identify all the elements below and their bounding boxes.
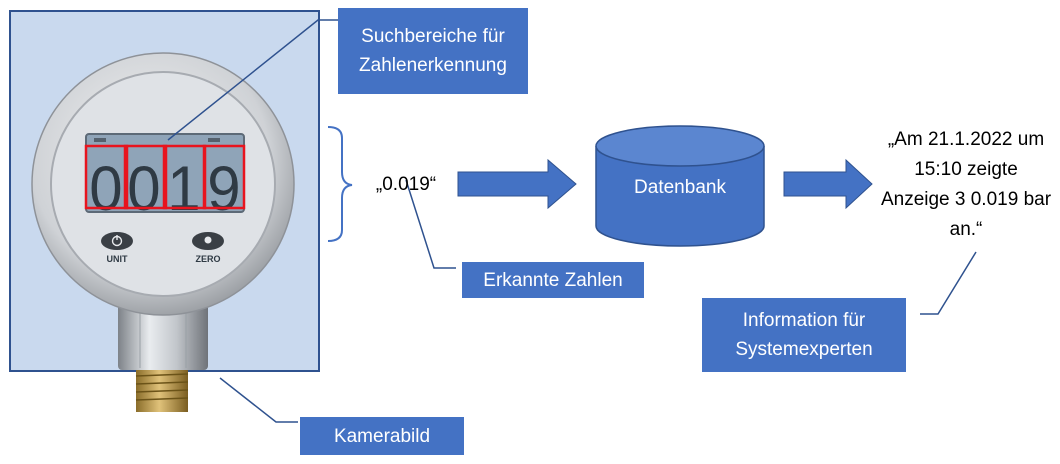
zero-button-label: ZERO — [195, 254, 220, 264]
search-box-1 — [84, 144, 129, 210]
search-box-2 — [123, 144, 168, 210]
callout-camera-image-text: Kamerabild — [333, 425, 431, 447]
result-message-text: „Am 21.1.2022 um 15:10 zeigte Anzeige 3 … — [880, 129, 1052, 240]
lcd-digit-1: 0 — [89, 154, 122, 225]
unit-button-label: UNIT — [107, 254, 128, 264]
unit-button: UNIT — [101, 232, 133, 264]
leader-line-camera — [219, 377, 298, 423]
database-cylinder-icon — [595, 125, 765, 247]
leader-line-recognized — [405, 179, 456, 269]
lcd-indicator-left — [94, 138, 106, 142]
database-label: Datenbank — [634, 177, 726, 198]
callout-expert-info-text: Information für Systemexperten — [735, 310, 873, 360]
right-arrow-icon — [457, 158, 577, 210]
callout-expert-info: Information für Systemexperten — [702, 298, 906, 372]
bulb-icon — [204, 236, 212, 244]
leader-line-expert — [920, 251, 977, 315]
lcd-digit-4: 9 — [207, 154, 240, 225]
lcd-indicator-right — [208, 138, 220, 142]
callout-search-areas: Suchbereiche für Zahlenerkennung — [338, 8, 528, 94]
lcd-digit-2: 0 — [127, 154, 160, 225]
leader-line-search — [167, 19, 338, 141]
callout-recognized-numbers-text: Erkannte Zahlen — [483, 269, 623, 291]
brace-icon — [327, 126, 353, 242]
callout-search-areas-text: Suchbereiche für Zahlenerkennung — [359, 26, 507, 76]
right-arrow-icon — [783, 158, 873, 210]
recognized-value-text: „0.019“ — [375, 174, 437, 195]
lcd-digit-3: 1 — [167, 154, 200, 225]
callout-recognized-numbers: Erkannte Zahlen — [462, 262, 644, 298]
zero-button: ZERO — [192, 232, 224, 264]
search-box-4 — [202, 144, 246, 210]
callout-camera-image: Kamerabild — [300, 417, 464, 455]
pressure-gauge-drawing: 0 0 1 9 UNIT ZERO — [31, 52, 295, 412]
